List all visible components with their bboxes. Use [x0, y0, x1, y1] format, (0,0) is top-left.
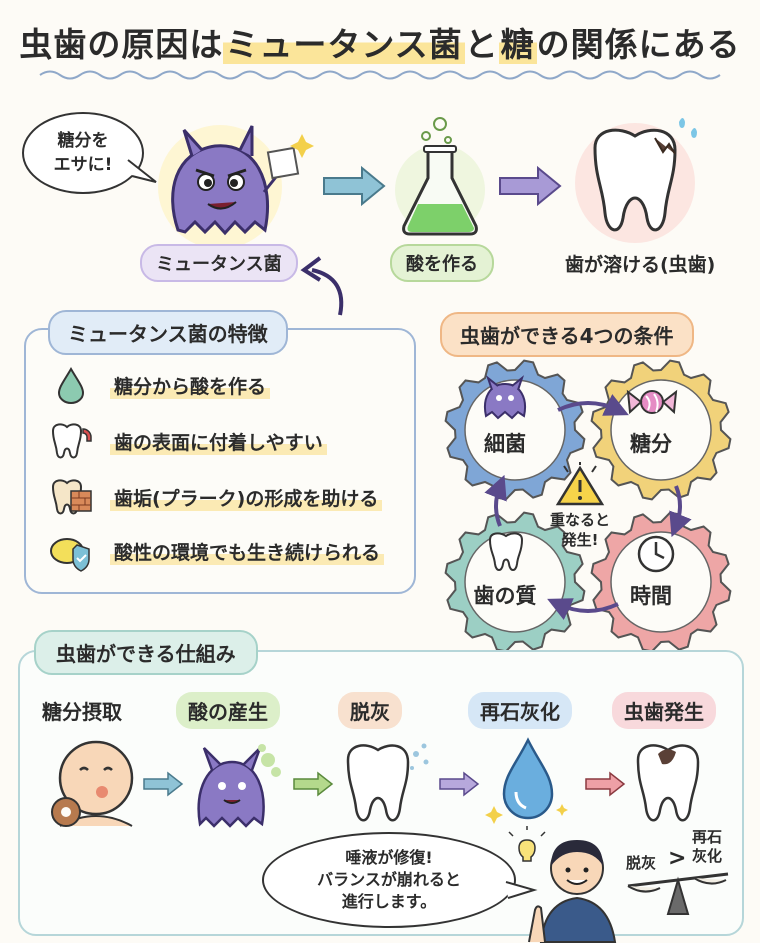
- acid-label: 酸を作る: [390, 244, 494, 282]
- tooth-magnet-icon: [51, 422, 92, 460]
- saliva-drop-icon: [485, 737, 568, 824]
- title-part: の関係にある: [536, 25, 741, 64]
- decayed-tooth-icon: [575, 118, 697, 243]
- features-heading: ミュータンス菌の特徴: [48, 310, 288, 355]
- step-sugar-intake: 糖分摂取: [42, 700, 122, 724]
- title-highlight: 糖: [498, 25, 537, 64]
- person-eating-icon: [51, 740, 134, 827]
- feature-text: 糖分から酸を作る: [110, 371, 271, 399]
- acid-flask-icon: [395, 117, 485, 236]
- feature-text: 歯の表面に付着しやすい: [110, 427, 327, 455]
- step-acid-production: 酸の産生: [176, 692, 280, 729]
- balance-scale-icon: [627, 872, 729, 915]
- feature-item: 歯の表面に付着しやすい: [51, 422, 327, 460]
- demineralized-tooth-icon: [346, 743, 429, 822]
- speech-tail: [505, 881, 538, 899]
- drop-icon: [52, 366, 90, 404]
- arrow-right-icon: [499, 165, 562, 207]
- arrow-right-icon: [439, 771, 480, 797]
- warning-icon: [555, 462, 605, 506]
- bacteria-icon: [484, 375, 526, 420]
- arrow-time-to-tooth: [547, 598, 619, 620]
- arrow-sugar-to-time: [669, 485, 692, 538]
- speech-line: バランスが崩れると: [317, 870, 461, 889]
- page-title: 虫歯の原因はミュータンス菌と糖の関係にある: [0, 18, 760, 66]
- mechanism-heading: 虫歯ができる仕組み: [34, 630, 258, 675]
- speech-bubble: 糖分をエサに!: [22, 112, 144, 194]
- gear-time-center: [610, 531, 712, 633]
- tooth-melt-label: 歯が溶ける(虫歯): [565, 254, 716, 276]
- speech-line: 進行します。: [341, 892, 437, 911]
- arrow-right-icon: [323, 165, 386, 207]
- speech-tail: [127, 159, 157, 183]
- step-caries-onset: 虫歯発生: [612, 692, 716, 729]
- feature-item: 糖分から酸を作る: [52, 366, 271, 404]
- arrow-bacteria-to-sugar: [557, 394, 629, 416]
- center-line: 発生!: [561, 531, 599, 549]
- feature-text: 歯垢(プラーク)の形成を助ける: [110, 483, 383, 511]
- step-remineralization: 再石灰化: [468, 692, 572, 729]
- gear-label-time: 時間: [630, 584, 672, 608]
- arrow-right-icon: [143, 771, 184, 797]
- curved-arrow-icon: [300, 256, 344, 316]
- conditions-gear-diagram: [444, 359, 732, 653]
- bacteria-label: ミュータンス菌: [140, 244, 298, 282]
- arrow-right-icon: [293, 771, 334, 797]
- gear-label-sugar: 糖分: [630, 432, 672, 456]
- conditions-heading: 虫歯ができる4つの条件: [440, 312, 694, 357]
- title-highlight: ミュータンス菌: [223, 25, 465, 64]
- speech-line: 唾液が修復!: [345, 848, 433, 867]
- conditions-center-text: 重なると 発生!: [540, 510, 620, 550]
- feature-item: 歯垢(プラーク)の形成を助ける: [51, 478, 383, 516]
- feature-text: 酸性の環境でも生き続けられる: [110, 537, 385, 565]
- title-part: と: [464, 25, 499, 64]
- title-wave-divider: [39, 70, 721, 80]
- speech-line: エサに!: [53, 155, 113, 175]
- balance-right-line: 再石: [692, 828, 723, 846]
- arrow-tooth-to-bacteria: [484, 474, 507, 527]
- balance-symbol: >: [668, 846, 687, 871]
- feature-item: 酸性の環境でも生き続けられる: [50, 532, 385, 572]
- tooth-icon: [488, 532, 524, 571]
- balance-left-label: 脱灰: [626, 854, 657, 872]
- balance-right-line: 灰化: [692, 847, 723, 865]
- candy-icon: [626, 389, 678, 415]
- mutans-bacteria-icon: [158, 125, 314, 249]
- speech-line: 糖分を: [57, 131, 109, 151]
- center-line: 重なると: [549, 511, 610, 529]
- cavity-tooth-icon: [636, 744, 700, 822]
- gear-label-tooth-quality: 歯の質: [473, 584, 537, 608]
- title-part: 虫歯の原因は: [19, 25, 224, 64]
- gear-label-bacteria: 細菌: [484, 432, 526, 456]
- dentist-icon: [508, 826, 617, 943]
- balance-right-label: 再石 灰化: [692, 828, 722, 866]
- gear-tooth-quality-center: [464, 531, 566, 633]
- acid-bacteria-icon: [197, 744, 281, 828]
- saliva-speech-bubble: 唾液が修復! バランスが崩れると 進行します。: [262, 832, 516, 928]
- arrow-right-icon: [585, 771, 626, 797]
- plaque-icon: [51, 478, 92, 516]
- clock-icon: [637, 535, 675, 573]
- lemon-shield-icon: [50, 532, 90, 572]
- step-demineralization: 脱灰: [338, 692, 402, 729]
